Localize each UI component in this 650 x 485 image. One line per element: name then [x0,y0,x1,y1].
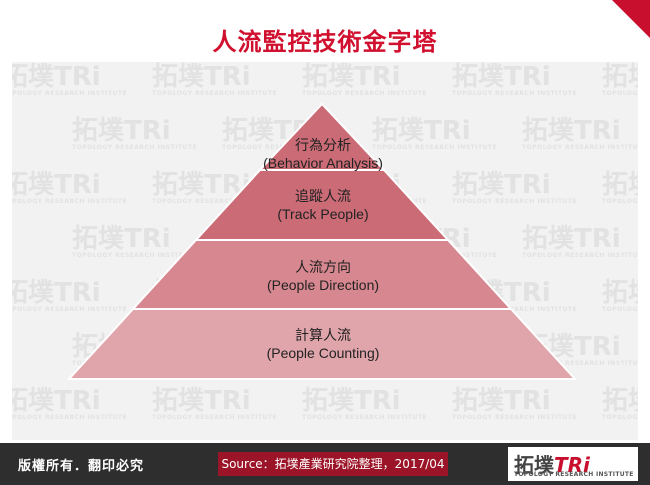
watermark-subtitle: TOPOLOGY RESEARCH INSTITUTE [522,144,638,151]
level-4-en: (People Counting) [266,345,380,361]
slide-title: 人流監控技術金字塔 [212,27,438,56]
level-1-en: (Behavior Analysis) [263,155,383,171]
watermark-subtitle: TOPOLOGY RESEARCH INSTITUTE [12,198,128,205]
watermark-subtitle: TOPOLOGY RESEARCH INSTITUTE [12,306,128,313]
watermark-subtitle: TOPOLOGY RESEARCH INSTITUTE [452,306,578,313]
level-3-label: 人流方向 (People Direction) [203,258,443,294]
watermark-subtitle: TOPOLOGY RESEARCH INSTITUTE [452,198,578,205]
level-4-zh: 計算人流 [295,327,351,343]
level-2-label: 追蹤人流 (Track People) [203,187,443,223]
watermark-subtitle: TOPOLOGY RESEARCH INSTITUTE [522,360,638,367]
watermark-subtitle: TOPOLOGY RESEARCH INSTITUTE [152,90,278,97]
watermark-subtitle: TOPOLOGY RESEARCH INSTITUTE [302,414,428,421]
watermark-subtitle: TOPOLOGY RESEARCH INSTITUTE [302,90,428,97]
logo-tri: TRi [554,453,590,477]
logo-mark: 拓墣TRi [514,449,590,478]
watermark-subtitle: TOPOLOGY RESEARCH INSTITUTE [152,414,278,421]
watermark-subtitle: TOPOLOGY RESEARCH INSTITUTE [12,414,128,421]
corner-accent [612,0,650,38]
watermark-subtitle: TOPOLOGY RESEARCH INSTITUTE [452,414,578,421]
brand-logo: 拓墣TRi TOPOLOGY RESEARCH INSTITUTE [508,447,638,481]
level-3-zh: 人流方向 [295,259,351,275]
level-2-en: (Track People) [277,206,369,222]
copyright-text: 版權所有．翻印必究 [18,459,145,474]
watermark-subtitle: TOPOLOGY RESEARCH INSTITUTE [372,144,498,151]
watermark-subtitle: TOPOLOGY RESEARCH INSTITUTE [602,198,638,205]
watermark-subtitle: TOPOLOGY RESEARCH INSTITUTE [72,252,198,259]
watermark-subtitle: TOPOLOGY RESEARCH INSTITUTE [152,198,278,205]
level-1-label: 行為分析 (Behavior Analysis) [203,136,443,172]
level-3-en: (People Direction) [266,277,380,293]
logo-subtitle: TOPOLOGY RESEARCH INSTITUTE [514,471,634,478]
level-4-label: 計算人流 (People Counting) [203,326,443,362]
watermark-subtitle: TOPOLOGY RESEARCH INSTITUTE [452,90,578,97]
watermark-subtitle: TOPOLOGY RESEARCH INSTITUTE [602,414,638,421]
logo-text: 拓墣 [514,453,554,477]
pyramid-diagram [66,102,578,380]
level-2-zh: 追蹤人流 [295,188,351,204]
watermark-subtitle: TOPOLOGY RESEARCH INSTITUTE [72,144,198,151]
pyramid-level-4 [66,308,578,380]
watermark-subtitle: TOPOLOGY RESEARCH INSTITUTE [522,252,638,259]
watermark-subtitle: TOPOLOGY RESEARCH INSTITUTE [602,90,638,97]
source-badge: Source：拓墣產業研究院整理，2017/04 [218,452,448,476]
watermark-subtitle: TOPOLOGY RESEARCH INSTITUTE [602,306,638,313]
level-1-zh: 行為分析 [295,137,351,153]
watermark-subtitle: TOPOLOGY RESEARCH INSTITUTE [12,90,128,97]
